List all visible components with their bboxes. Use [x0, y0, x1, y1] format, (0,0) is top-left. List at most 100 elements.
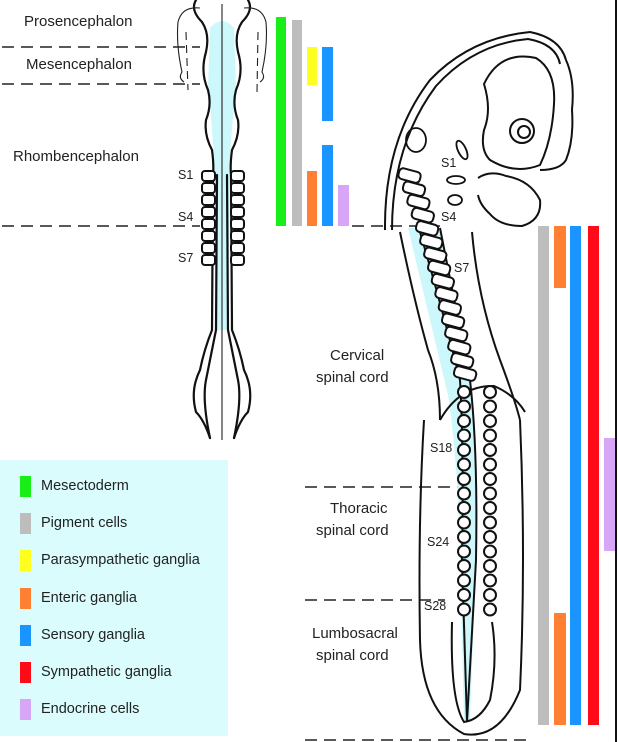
pharyngeal-arch-3: [446, 175, 466, 185]
legend-label: Parasympathetic ganglia: [41, 552, 200, 568]
somite-label-s4-right: S4: [441, 210, 456, 224]
somite: [457, 544, 471, 559]
bar-mesectoderm-cranial: [276, 17, 286, 226]
somite: [201, 230, 216, 242]
somite: [201, 170, 216, 182]
somite: [230, 194, 245, 206]
legend-label: Sympathetic ganglia: [41, 664, 172, 680]
cranial-bars: [276, 17, 349, 226]
label-rhombencephalon: Rhombencephalon: [13, 148, 139, 165]
somite: [483, 559, 497, 573]
somite-label-s7-left: S7: [178, 251, 193, 265]
ventral-outline: [471, 231, 521, 421]
legend-swatch: [20, 624, 31, 646]
pharyngeal-arch-4: [447, 194, 463, 206]
legend-item-enteric: Enteric ganglia: [20, 587, 137, 609]
somite: [457, 530, 471, 544]
heart-bulge: [477, 172, 542, 228]
tail-inner: [450, 621, 496, 724]
somite: [483, 486, 497, 501]
body-outer-outline: [383, 30, 574, 231]
bar-enteric-cranial: [307, 171, 317, 226]
somite: [201, 194, 216, 206]
limb-bud: [439, 384, 526, 421]
head-outline-right: [229, 0, 252, 177]
bar-pigment-trunk: [538, 226, 549, 725]
legend-item-sensory: Sensory ganglia: [20, 624, 145, 646]
back-outline: [399, 231, 441, 421]
legend-swatch: [20, 661, 31, 683]
somite: [452, 365, 478, 382]
somite: [230, 242, 245, 254]
bar-sympathetic-trunk: [588, 226, 599, 725]
label-mesencephalon: Mesencephalon: [26, 56, 132, 73]
bar-enteric-trunk-upper: [554, 226, 566, 288]
somite: [450, 352, 475, 369]
somite: [483, 501, 497, 515]
head-shape: [481, 55, 556, 170]
trunk-bars: [538, 226, 616, 725]
label-prosencephalon: Prosencephalon: [24, 13, 132, 30]
somite: [483, 399, 497, 414]
bar-endocrine-trunk: [604, 438, 616, 551]
somite: [457, 457, 471, 472]
legend-label: Mesectoderm: [41, 478, 129, 494]
somite-label-s28: S28: [424, 599, 446, 613]
somite: [457, 515, 471, 530]
somite: [483, 414, 497, 428]
legend-item-pigment: Pigment cells: [20, 512, 127, 534]
legend-swatch: [20, 698, 31, 720]
bar-sensory-trunk: [570, 226, 581, 725]
head-outline-left: [192, 0, 215, 177]
legend-label: Enteric ganglia: [41, 590, 137, 606]
label-lumbosacral-1: Lumbosacral: [312, 625, 398, 642]
somite: [201, 206, 216, 218]
somite: [483, 573, 497, 588]
legend-label: Sensory ganglia: [41, 627, 145, 643]
somite: [457, 588, 471, 602]
label-cervical-2: spinal cord: [316, 369, 389, 386]
legend: Mesectoderm Pigment cells Parasympatheti…: [0, 460, 228, 736]
bar-sensory-cranial-upper: [322, 47, 333, 121]
somite: [201, 182, 216, 194]
somite: [230, 254, 245, 266]
tail-outer: [418, 419, 524, 736]
somite: [230, 218, 245, 230]
legend-swatch: [20, 587, 31, 609]
somites-right: [397, 167, 497, 617]
somite: [483, 457, 497, 472]
somite: [457, 602, 471, 617]
somites-left: [201, 170, 245, 266]
somite: [483, 588, 497, 602]
somite: [483, 472, 497, 486]
label-thoracic-1: Thoracic: [330, 500, 388, 517]
legend-swatch: [20, 549, 31, 571]
somite: [201, 242, 216, 254]
dorsal-embryo: [176, 0, 268, 440]
somite-label-s24: S24: [427, 535, 449, 549]
legend-swatch: [20, 475, 31, 497]
lateral-embryo: [383, 30, 574, 736]
somite: [457, 443, 471, 457]
somite: [483, 515, 497, 530]
legend-item-sympathetic: Sympathetic ganglia: [20, 661, 172, 683]
region-boundaries: [2, 46, 530, 741]
legend-item-endocrine: Endocrine cells: [20, 698, 139, 720]
bar-pigment-cranial: [292, 20, 302, 226]
somite: [483, 443, 497, 457]
otic-left: [185, 31, 189, 91]
somite: [457, 399, 471, 414]
somite-label-s1-left: S1: [178, 168, 193, 182]
label-thoracic-2: spinal cord: [316, 522, 389, 539]
bar-parasympathetic-cranial: [307, 47, 317, 85]
somite-label-s1-right: S1: [441, 156, 456, 170]
label-lumbosacral-2: spinal cord: [316, 647, 389, 664]
somite: [483, 428, 497, 443]
label-cervical-1: Cervical: [330, 347, 384, 364]
trunk-outline-right: [229, 173, 252, 440]
somite: [457, 428, 471, 443]
somite: [457, 472, 471, 486]
somite: [201, 218, 216, 230]
legend-swatch: [20, 512, 31, 534]
